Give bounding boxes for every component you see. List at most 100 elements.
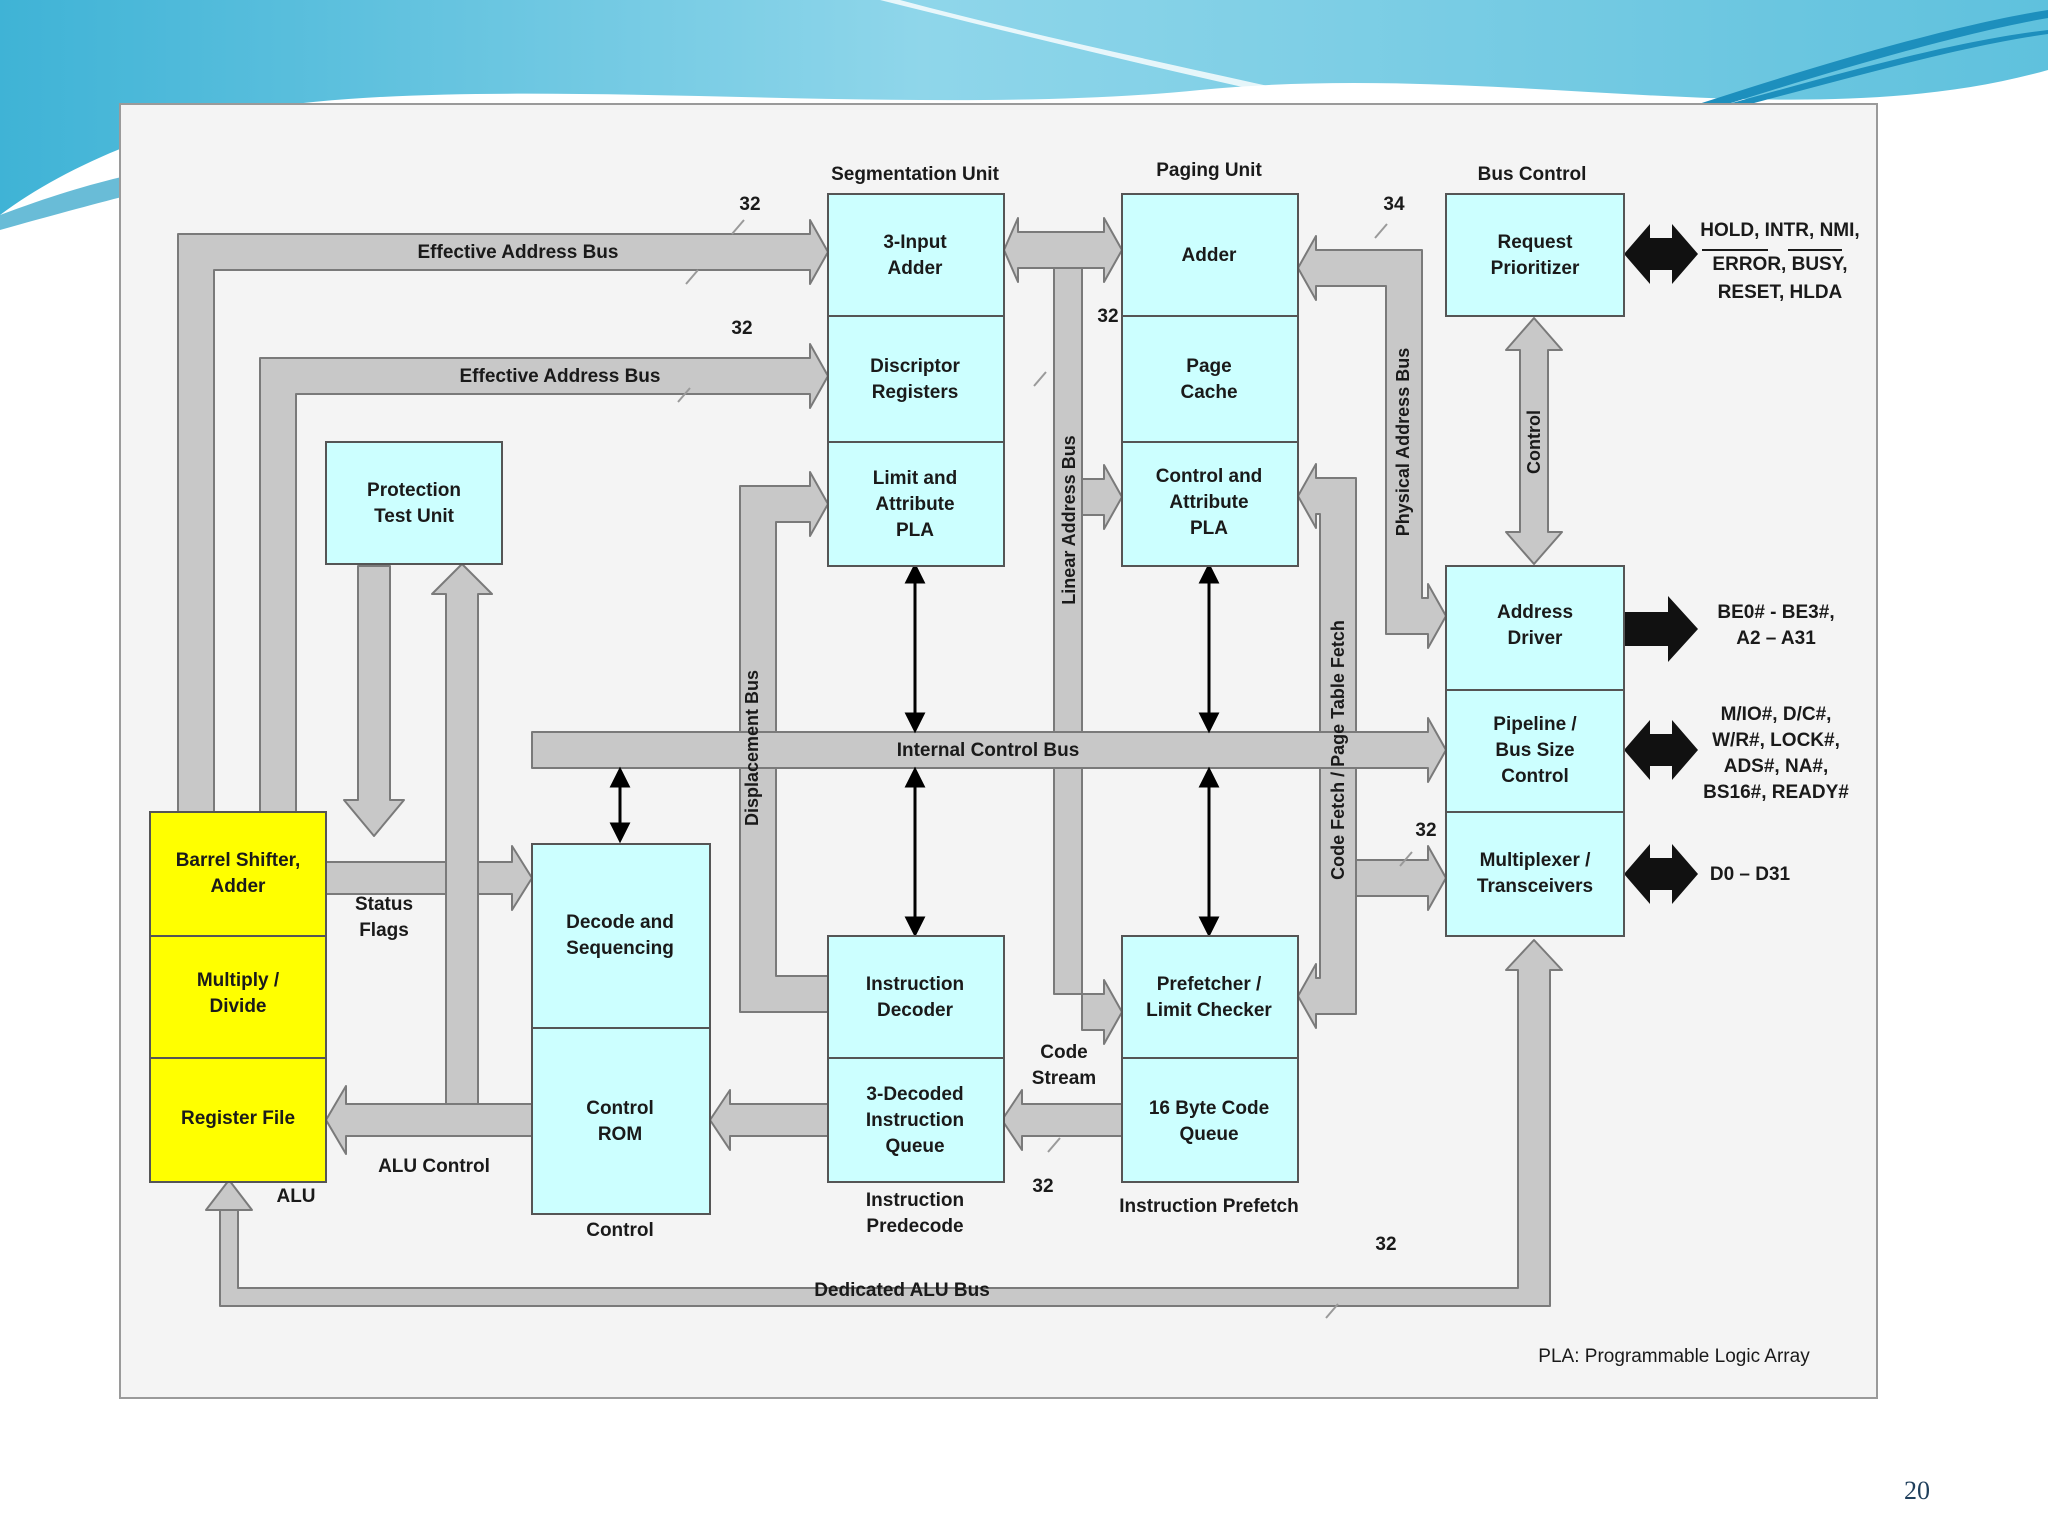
address-driver-label-1: Address	[1497, 602, 1573, 623]
page-cache-box	[1121, 315, 1299, 443]
limit-attribute-pla-box	[827, 441, 1005, 567]
width-label-a: 32	[739, 194, 760, 215]
segmentation-unit-title: Segmentation Unit	[831, 164, 1000, 185]
pipeline-label-2: Bus Size	[1495, 740, 1574, 761]
mio-signal-3: ADS#, NA#,	[1724, 756, 1829, 777]
be-arrow	[1620, 596, 1698, 662]
prefetcher-label-2: Limit Checker	[1146, 1000, 1272, 1021]
descriptor-label-2: Registers	[872, 382, 959, 403]
width-label-d: 34	[1383, 194, 1405, 215]
mio-signal-2: W/R#, LOCK#,	[1712, 730, 1840, 751]
data-signal: D0 – D31	[1710, 864, 1791, 885]
control-bus-arrow	[1505, 317, 1563, 565]
mio-signal-4: BS16#, READY#	[1703, 782, 1849, 803]
be-signal-1: BE0# - BE3#,	[1717, 602, 1834, 623]
paging-adder-box	[1121, 193, 1299, 317]
page-cache-label-1: Page	[1186, 356, 1231, 377]
limit-pla-label-1: Limit and	[873, 468, 957, 489]
status-flags-label-2: Flags	[359, 920, 409, 941]
mux-label-2: Transceivers	[1477, 876, 1593, 897]
limit-pla-label-3: PLA	[896, 520, 934, 541]
queue-label-3: Queue	[885, 1136, 944, 1157]
width-label-c: 32	[1097, 306, 1118, 327]
instruction-decoder-box	[827, 935, 1005, 1059]
dedicated-alu-bus-label: Dedicated ALU Bus	[814, 1280, 990, 1301]
register-file-label: Register File	[181, 1108, 295, 1129]
multiply-label-1: Multiply /	[197, 970, 280, 991]
decoded-queue-box	[827, 1057, 1005, 1183]
internal-control-bus-arrow	[531, 717, 1447, 783]
pipeline-label-1: Pipeline /	[1493, 714, 1577, 735]
protection-down-arrow	[343, 565, 405, 837]
limit-pla-label-2: Attribute	[875, 494, 954, 515]
width-label-g: 32	[1375, 1234, 1396, 1255]
hold-arrow	[1624, 224, 1698, 284]
width-label-f: 32	[1032, 1176, 1053, 1197]
width-ticks	[677, 219, 1413, 1319]
effective-address-bus-label-1: Effective Address Bus	[418, 242, 619, 263]
queue-label-1: 3-Decoded	[866, 1084, 963, 1105]
protection-up-arrow	[431, 563, 493, 1109]
hold-signal-1: HOLD, INTR, NMI,	[1700, 220, 1859, 241]
request-prioritizer-box	[1445, 193, 1625, 317]
control-rom-label-1: Control	[586, 1098, 654, 1119]
footnote: PLA: Programmable Logic Array	[1538, 1346, 1810, 1367]
code-queue-label-1: 16 Byte Code	[1149, 1098, 1269, 1119]
input-adder-box	[827, 193, 1005, 317]
hold-signal-3: RESET, HLDA	[1718, 282, 1843, 303]
blocks	[325, 193, 1625, 1215]
decoder-label-1: Instruction	[866, 974, 964, 995]
paging-unit-title: Paging Unit	[1156, 160, 1262, 181]
control-bus-label: Control	[1524, 410, 1544, 474]
multiply-label-2: Divide	[209, 996, 266, 1017]
multiplexer-transceivers-box	[1445, 811, 1625, 937]
linear-to-cap-arrow	[1081, 464, 1123, 530]
physical-address-bus-label: Physical Address Bus	[1393, 348, 1413, 536]
barrel-label-1: Barrel Shifter,	[176, 850, 301, 871]
bus-arrows	[177, 217, 1563, 1307]
protection-label-2: Test Unit	[374, 506, 455, 527]
internal-control-bus-label: Internal Control Bus	[897, 740, 1080, 761]
control-rom-box	[531, 1027, 711, 1215]
internal-control-arrows	[609, 562, 1220, 938]
control-rom-label-2: ROM	[598, 1124, 642, 1145]
code-stream-arrow	[1001, 1089, 1123, 1151]
request-label-2: Prioritizer	[1491, 258, 1580, 279]
control-pla-label-1: Control and	[1156, 466, 1263, 487]
code-queue-box	[1121, 1057, 1299, 1183]
width-label-b: 32	[731, 318, 752, 339]
control-pla-label-3: PLA	[1190, 518, 1228, 539]
control-title: Control	[586, 1220, 654, 1241]
address-driver-label-2: Driver	[1508, 628, 1564, 649]
protection-label-1: Protection	[367, 480, 461, 501]
alu-title: ALU	[276, 1186, 315, 1207]
alu-bus-head	[205, 1179, 253, 1211]
queue-label-2: Instruction	[866, 1110, 964, 1131]
register-file-box	[149, 1057, 327, 1183]
external-signal-arrows	[1620, 224, 1698, 904]
decode-label-1: Decode and	[566, 912, 674, 933]
request-label-1: Request	[1498, 232, 1574, 253]
page-number: 20	[1904, 1476, 1930, 1505]
prefetcher-label-1: Prefetcher /	[1157, 974, 1262, 995]
multiply-divide-box	[149, 935, 327, 1059]
alu-control-label: ALU Control	[378, 1156, 490, 1177]
effective-address-bus-1-arrow	[177, 219, 829, 816]
pipeline-label-3: Control	[1501, 766, 1569, 787]
control-pla-label-2: Attribute	[1169, 492, 1248, 513]
predecode-title-2: Predecode	[866, 1216, 963, 1237]
mux-label-1: Multiplexer /	[1480, 850, 1592, 871]
barrel-label-2: Adder	[211, 876, 267, 897]
page-cache-label-2: Cache	[1180, 382, 1237, 403]
effective-address-bus-label-2: Effective Address Bus	[460, 366, 661, 387]
decoder-label-2: Decoder	[877, 1000, 954, 1021]
mio-arrow	[1624, 720, 1698, 780]
prefetch-title: Instruction Prefetch	[1119, 1196, 1298, 1217]
status-flags-arrow	[325, 845, 533, 911]
be-signal-2: A2 – A31	[1736, 628, 1816, 649]
code-fetch-to-mux-arrow	[1355, 845, 1447, 911]
input-adder-label-1: 3-Input	[883, 232, 947, 253]
linear-address-bus-label: Linear Address Bus	[1059, 435, 1079, 604]
bus-control-title: Bus Control	[1478, 164, 1587, 185]
